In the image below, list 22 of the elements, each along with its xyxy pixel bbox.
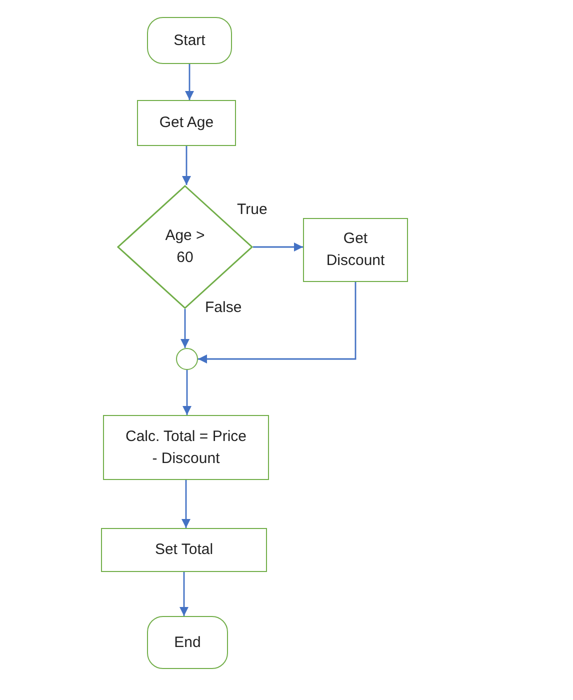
node-text: Get Discount [325, 229, 386, 271]
process-box [103, 415, 269, 480]
node-text: Calc. Total = Price - Discount [124, 426, 248, 468]
arrow [185, 64, 194, 100]
arrow [182, 146, 191, 185]
arrow [198, 282, 356, 364]
node-text: Get Age [159, 113, 214, 134]
node-text: Set Total [154, 540, 214, 560]
arrow [180, 309, 190, 348]
process-box [303, 218, 408, 282]
arrow [182, 480, 190, 528]
terminal-box [147, 17, 232, 64]
terminal-box [147, 616, 228, 669]
node-text: Age > 60 [164, 226, 206, 268]
node-text: End [174, 632, 201, 653]
connector-circle [176, 348, 198, 370]
arrow [180, 572, 188, 616]
node-text: Start [174, 30, 206, 51]
arrow [253, 242, 303, 252]
arrow [182, 370, 192, 415]
process-box [101, 528, 267, 572]
process-box [137, 100, 236, 146]
